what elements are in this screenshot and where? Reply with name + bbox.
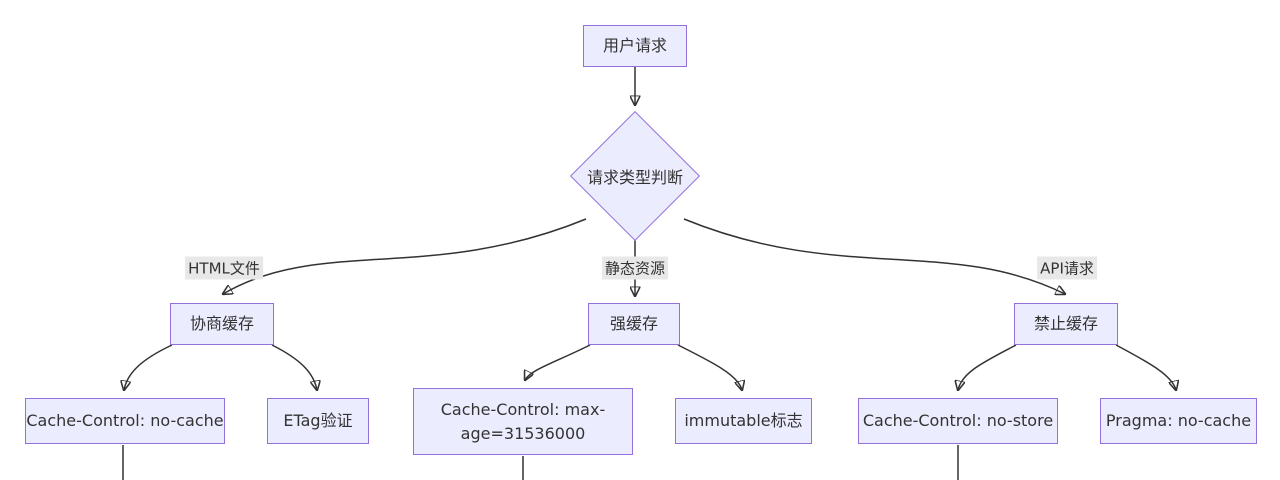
node-label: immutable标志 bbox=[684, 411, 803, 430]
node-immutable-flag: immutable标志 bbox=[675, 398, 812, 444]
node-label: 禁止缓存 bbox=[1033, 314, 1098, 333]
node-cache-control-no-cache: Cache-Control: no-cache bbox=[25, 398, 225, 444]
edge-strong-to-max-age bbox=[525, 344, 591, 380]
edge-decision-to-forbid bbox=[683, 218, 1065, 294]
edge-strong-to-immutable bbox=[677, 344, 742, 390]
node-label: 请求类型判断 bbox=[586, 168, 683, 187]
node-label: Pragma: no-cache bbox=[1105, 411, 1252, 430]
edge-forbid-to-pragma bbox=[1115, 344, 1176, 390]
node-user-request: 用户请求 bbox=[583, 25, 687, 67]
node-forbid-cache: 禁止缓存 bbox=[1014, 303, 1118, 345]
edge-label-html-file: HTML文件 bbox=[185, 256, 263, 280]
node-cache-control-no-store: Cache-Control: no-store bbox=[858, 398, 1058, 444]
node-label: Cache-Control: no-cache bbox=[26, 411, 224, 430]
node-label: 用户请求 bbox=[602, 36, 667, 55]
node-etag-validation: ETag验证 bbox=[267, 398, 369, 444]
node-label: 强缓存 bbox=[609, 314, 658, 333]
node-label: Cache-Control: max-age=31536000 bbox=[440, 399, 606, 443]
edge-label-api-request: API请求 bbox=[1037, 256, 1097, 280]
edge-forbid-to-no-store bbox=[958, 344, 1017, 390]
node-strong-cache: 强缓存 bbox=[588, 303, 680, 345]
edge-negotiated-to-cc-no-cache bbox=[124, 344, 173, 390]
node-label: 协商缓存 bbox=[189, 314, 254, 333]
node-pragma-no-cache: Pragma: no-cache bbox=[1100, 398, 1257, 444]
node-label: ETag验证 bbox=[283, 411, 353, 430]
edge-negotiated-to-etag bbox=[271, 344, 317, 390]
node-cache-control-max-age: Cache-Control: max-age=31536000 bbox=[413, 388, 633, 455]
node-negotiated-cache: 协商缓存 bbox=[170, 303, 274, 345]
edge-label-static-resource: 静态资源 bbox=[601, 256, 669, 280]
edge-decision-to-negotiated bbox=[223, 218, 587, 294]
node-request-type-decision: 请求类型判断 bbox=[569, 110, 701, 242]
node-label: Cache-Control: no-store bbox=[862, 411, 1054, 430]
